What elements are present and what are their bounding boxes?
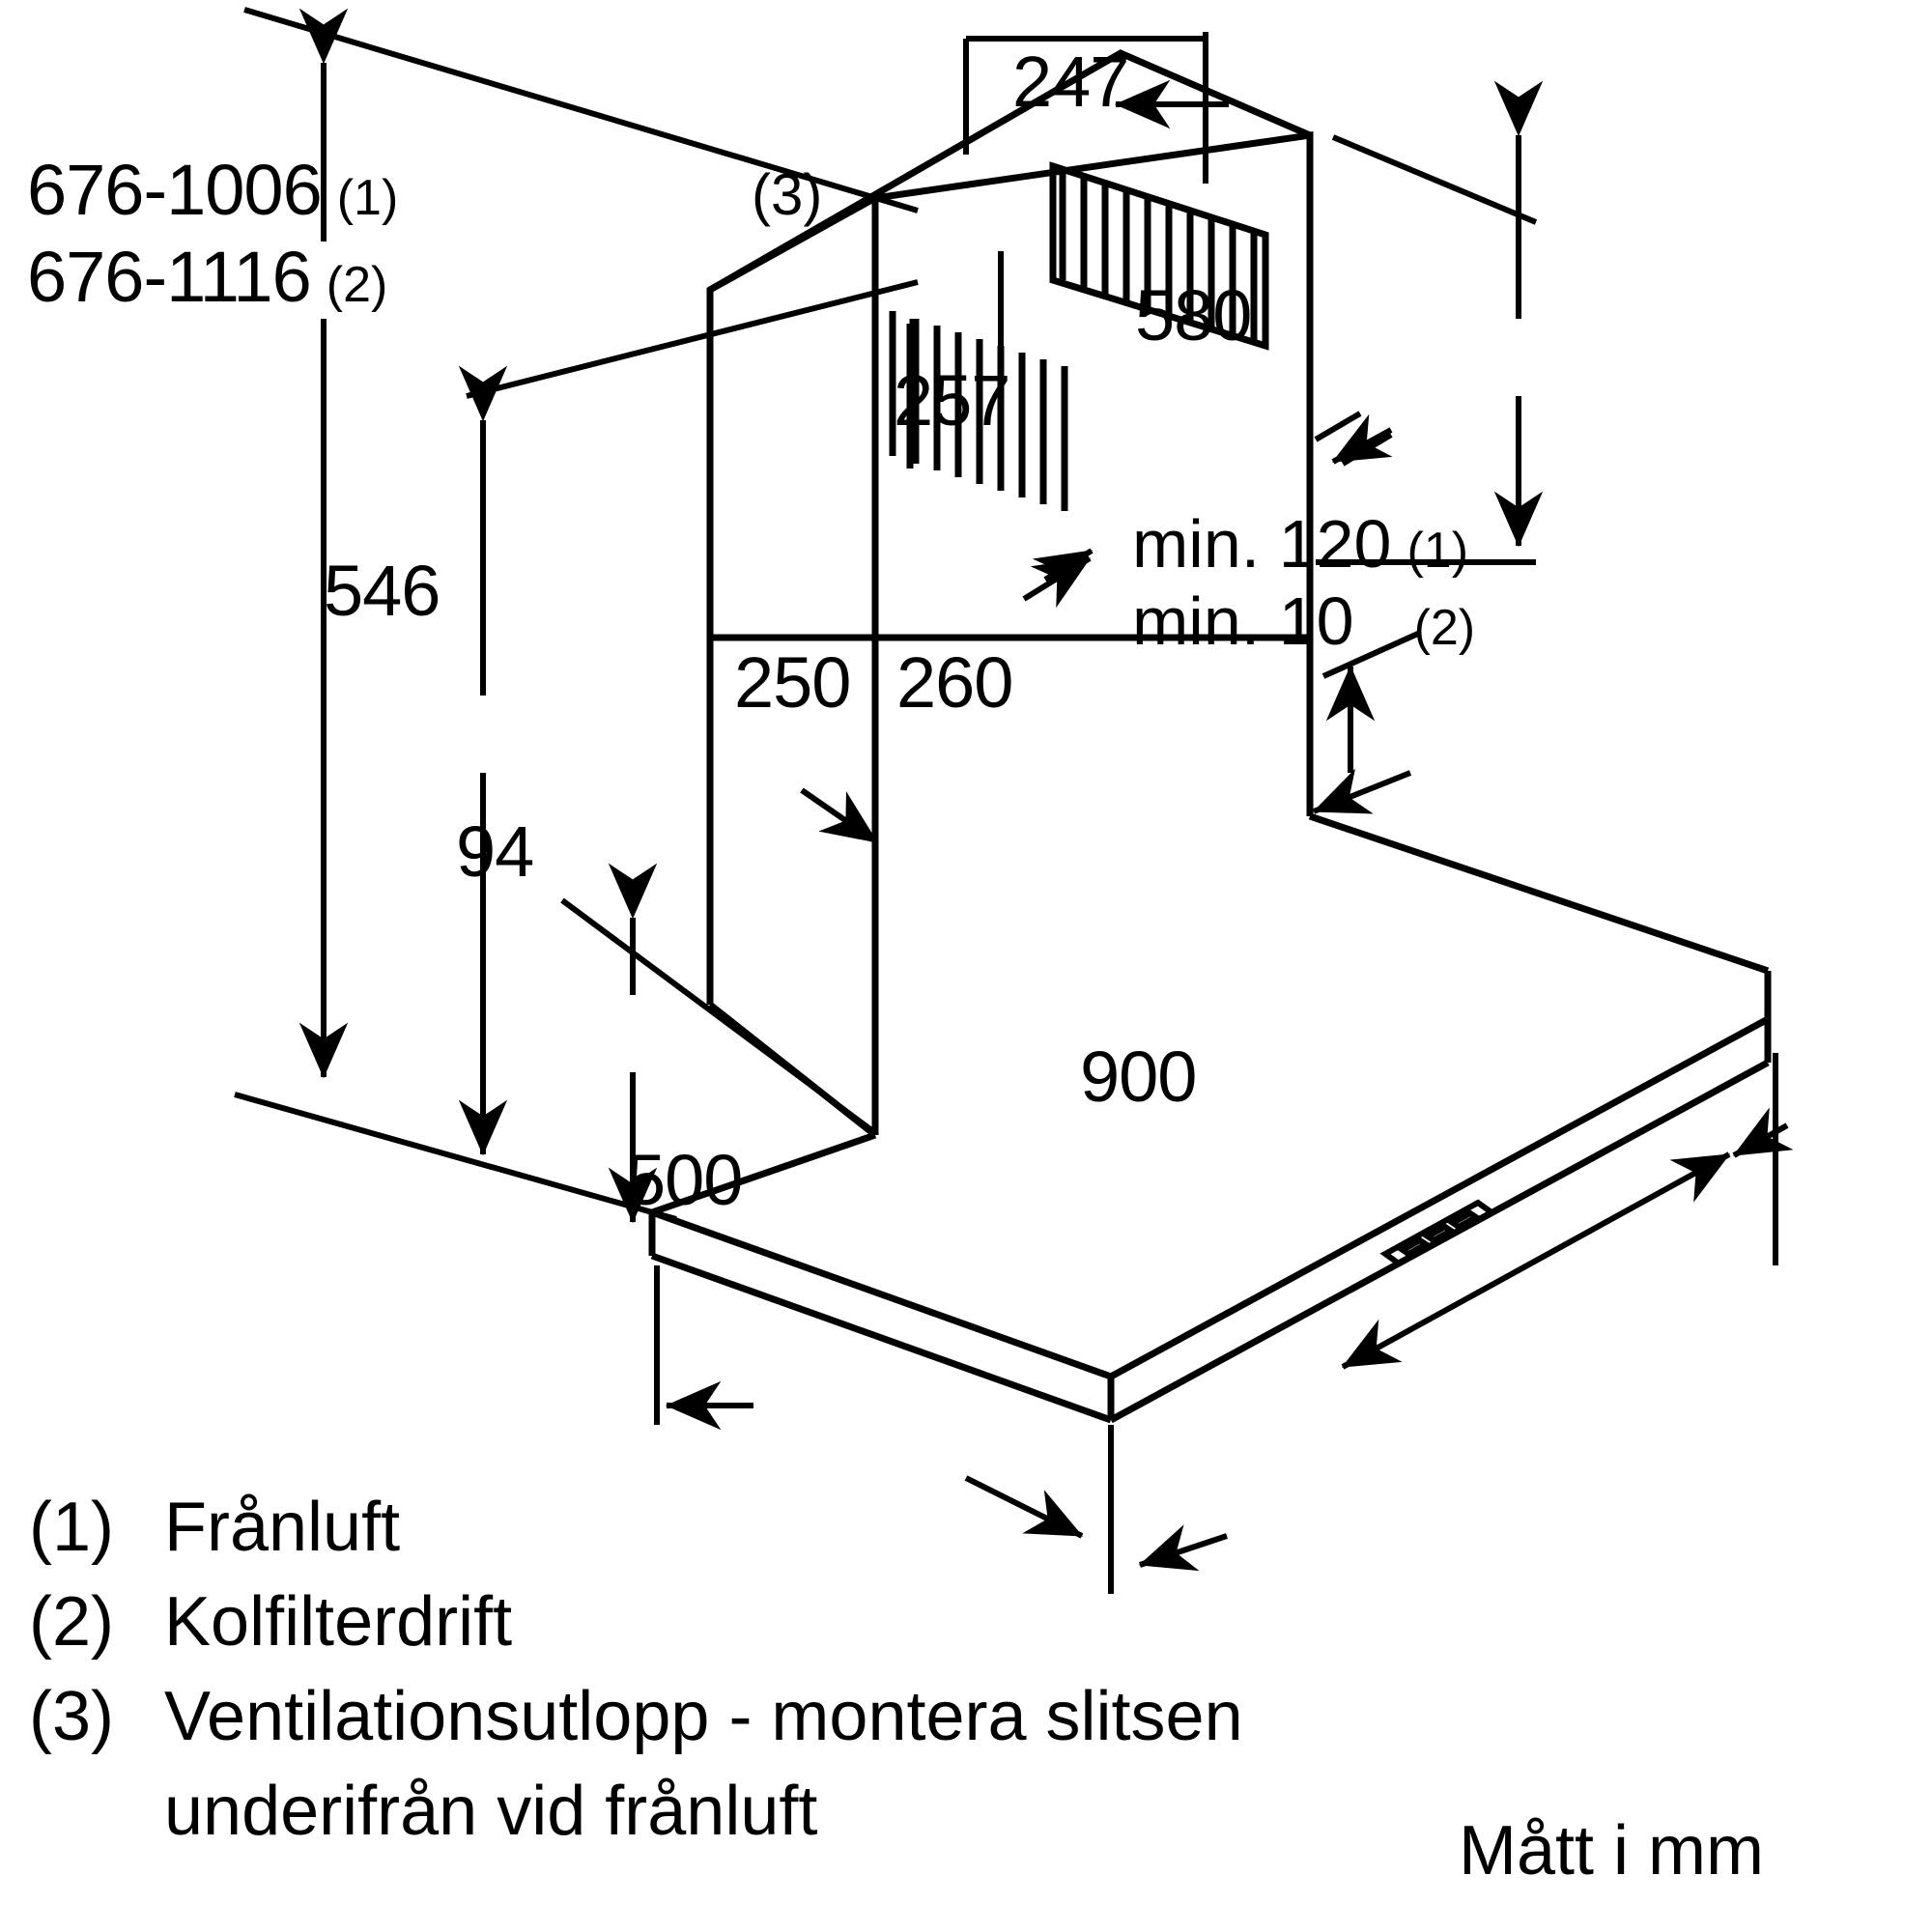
dim-hood-depth: 500 — [626, 1140, 743, 1220]
dim-lower-duct-depth: 260 — [896, 642, 1013, 723]
dim-height-range-2: 676-1116 (2) — [27, 237, 388, 317]
control-panel[interactable] — [1379, 1199, 1497, 1267]
canopy-front-bottom-left — [650, 1252, 1113, 1424]
ext-546-top — [466, 279, 919, 399]
units-note: Mått i mm — [1459, 1812, 1764, 1889]
canopy-front-top-left — [650, 1208, 1113, 1380]
dim-hood-width: 900 — [1080, 1037, 1197, 1117]
dim-height-range-1: 676-1006 (1) — [27, 150, 399, 230]
ext-94-top — [560, 897, 876, 1135]
legend-item: (3) Ventilationsutlopp - montera slitsen — [29, 1677, 1243, 1756]
ext-580-top — [1331, 134, 1538, 225]
ext-257-b — [1341, 432, 1393, 467]
dim-500-arrow-right-diag — [964, 1475, 1084, 1539]
legend: (1) Frånluft (2) Kolfilterdrift (3) Vent… — [29, 1488, 1243, 1851]
canopy-top-left-slope — [650, 1131, 877, 1216]
dim-canopy-front-height: 94 — [456, 811, 534, 892]
dim-min-clearance-1: min. 120 (1) — [1132, 506, 1469, 582]
legend-text: Kolfilterdrift — [164, 1583, 513, 1661]
upper-chimney-side-face — [706, 194, 877, 641]
dim-900-line — [1341, 1151, 1731, 1370]
dim-upper-chimney-height: 546 — [324, 551, 440, 631]
dim-chimney-depth-top: 247 — [1012, 42, 1129, 122]
dim-chimney-width-top: 257 — [894, 360, 1010, 440]
legend-item: (1) Frånluft — [29, 1488, 1243, 1567]
dim-500-arrow-far-right — [1138, 1524, 1228, 1572]
dim-900-arrow-right — [1732, 1107, 1794, 1158]
ext-line-top-left — [243, 7, 919, 213]
callout-vent-outlet: (3) — [752, 162, 823, 227]
legend-marker: (3) — [29, 1678, 114, 1755]
dim-min10-arrow — [1312, 768, 1412, 814]
dim-257-arrow-right — [1331, 413, 1393, 465]
legend-marker: (1) — [29, 1489, 114, 1566]
legend-text: Ventilationsutlopp - montera slitsen — [164, 1678, 1243, 1755]
dim-chimney-height: 580 — [1135, 275, 1252, 355]
ext-min120-top — [1321, 630, 1422, 679]
dim-260-leader — [1022, 555, 1092, 609]
canopy-front-top-right — [1109, 1015, 1770, 1380]
legend-text: Frånluft — [164, 1489, 401, 1566]
vent-slots-upper-right — [1059, 169, 1258, 341]
dim-257-arrow-left — [1032, 548, 1094, 601]
dim-lower-duct-width: 250 — [734, 642, 851, 723]
dim-250-leader — [800, 787, 879, 845]
legend-marker: (2) — [29, 1583, 114, 1661]
ext-257-a — [1314, 411, 1362, 442]
legend-item: underifrån vid frånluft — [29, 1772, 1243, 1851]
vent-slots-upper-right-frame — [1049, 161, 1269, 351]
legend-item: (2) Kolfilterdrift — [29, 1582, 1243, 1662]
dimension-lines — [234, 7, 1794, 1594]
canopy-top-right-slope — [1308, 812, 1770, 975]
ext-line-bottom-left — [234, 1092, 677, 1222]
dim-min-clearance-2: min. 10 (2) — [1132, 583, 1476, 659]
legend-text: underifrån vid frånluft — [164, 1773, 818, 1850]
